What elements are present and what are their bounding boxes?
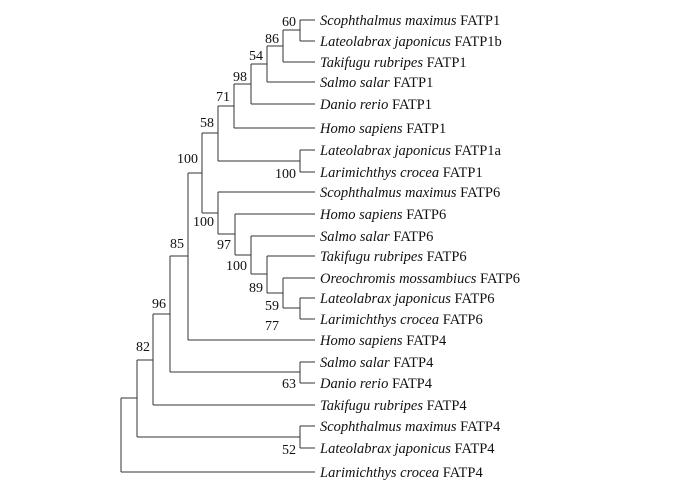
bootstrap-value: 100 — [275, 167, 296, 182]
gene-name: FATP1 — [388, 97, 432, 113]
taxon-label: Salmo salar FATP4 — [320, 355, 434, 371]
taxon-label: Homo sapiens FATP6 — [319, 207, 446, 223]
taxon-label: Salmo salar FATP1 — [320, 75, 433, 91]
gene-name: FATP1a — [451, 143, 502, 159]
gene-name: FATP1 — [439, 165, 483, 181]
gene-name: FATP1 — [390, 75, 434, 91]
species-name: Scophthalmus maximus — [320, 419, 457, 435]
taxon-label: Takifugu rubripes FATP4 — [320, 398, 467, 414]
taxon-label: Lateolabrax japonicus FATP4 — [319, 441, 495, 457]
gene-name: FATP4 — [439, 465, 483, 481]
taxon-label: Homo sapiens FATP1 — [319, 121, 446, 137]
gene-name: FATP6 — [439, 312, 483, 328]
gene-name: FATP4 — [388, 376, 432, 392]
gene-name: FATP6 — [423, 249, 467, 265]
taxon-label: Larimichthys crocea FATP1 — [319, 165, 483, 181]
gene-name: FATP1 — [457, 13, 501, 29]
taxon-label: Scophthalmus maximus FATP1 — [320, 13, 500, 29]
species-name: Lateolabrax japonicus — [319, 441, 451, 457]
species-name: Lateolabrax japonicus — [319, 143, 451, 159]
species-name: Homo sapiens — [319, 121, 403, 137]
taxon-label: Larimichthys crocea FATP6 — [319, 312, 483, 328]
gene-name: FATP1b — [451, 34, 502, 50]
gene-name: FATP6 — [403, 207, 447, 223]
taxon-label: Danio rerio FATP4 — [319, 376, 433, 392]
species-name: Takifugu rubripes — [320, 55, 423, 71]
bootstrap-value: 58 — [200, 116, 214, 131]
gene-name: FATP6 — [476, 271, 520, 287]
bootstrap-value: 98 — [233, 70, 247, 85]
bootstrap-value: 85 — [170, 237, 184, 252]
gene-name: FATP4 — [451, 441, 495, 457]
gene-name: FATP4 — [457, 419, 501, 435]
bootstrap-value: 82 — [136, 340, 150, 355]
taxon-label: Danio rerio FATP1 — [319, 97, 432, 113]
taxon-label: Lateolabrax japonicus FATP1b — [319, 34, 502, 50]
species-name: Salmo salar — [320, 355, 390, 371]
taxon-label: Larimichthys crocea FATP4 — [319, 465, 483, 481]
taxon-label: Lateolabrax japonicus FATP1a — [319, 143, 502, 159]
species-name: Homo sapiens — [319, 207, 403, 223]
species-name: Takifugu rubripes — [320, 398, 423, 414]
bootstrap-value: 77 — [265, 319, 279, 334]
gene-name: FATP1 — [403, 121, 447, 137]
gene-name: FATP1 — [423, 55, 467, 71]
gene-name: FATP4 — [403, 333, 447, 349]
taxon-label: Scophthalmus maximus FATP4 — [320, 419, 501, 435]
species-name: Homo sapiens — [319, 333, 403, 349]
species-name: Scophthalmus maximus — [320, 13, 457, 29]
gene-name: FATP4 — [423, 398, 467, 414]
bootstrap-value: 59 — [265, 299, 279, 314]
species-name: Lateolabrax japonicus — [319, 291, 451, 307]
bootstrap-value: 100 — [193, 215, 214, 230]
gene-name: FATP4 — [390, 355, 434, 371]
bootstrap-value: 89 — [249, 281, 263, 296]
taxon-label: Takifugu rubripes FATP6 — [320, 249, 467, 265]
species-name: Larimichthys crocea — [319, 312, 439, 328]
taxon-label: Oreochromis mossambiucs FATP6 — [320, 271, 520, 287]
bootstrap-value: 97 — [217, 238, 231, 253]
bootstrap-value: 71 — [216, 90, 230, 105]
species-name: Danio rerio — [319, 97, 388, 113]
species-name: Salmo salar — [320, 75, 390, 91]
taxon-label: Homo sapiens FATP4 — [319, 333, 447, 349]
taxon-label: Lateolabrax japonicus FATP6 — [319, 291, 495, 307]
species-name: Larimichthys crocea — [319, 165, 439, 181]
species-name: Lateolabrax japonicus — [319, 34, 451, 50]
bootstrap-value: 96 — [152, 297, 166, 312]
bootstrap-value: 52 — [282, 443, 296, 458]
bootstrap-value: 63 — [282, 377, 296, 392]
species-name: Takifugu rubripes — [320, 249, 423, 265]
taxon-label: Salmo salar FATP6 — [320, 229, 433, 245]
bootstrap-value: 86 — [265, 32, 279, 47]
gene-name: FATP6 — [390, 229, 434, 245]
bootstrap-value: 54 — [249, 49, 263, 64]
gene-name: FATP6 — [457, 185, 501, 201]
species-name: Oreochromis mossambiucs — [320, 271, 477, 287]
bootstrap-value: 100 — [177, 152, 198, 167]
gene-name: FATP6 — [451, 291, 495, 307]
taxon-label: Takifugu rubripes FATP1 — [320, 55, 467, 71]
species-name: Larimichthys crocea — [319, 465, 439, 481]
species-name: Danio rerio — [319, 376, 388, 392]
species-name: Salmo salar — [320, 229, 390, 245]
taxon-label: Scophthalmus maximus FATP6 — [320, 185, 500, 201]
bootstrap-value: 60 — [282, 15, 296, 30]
bootstrap-value: 100 — [226, 259, 247, 274]
species-name: Scophthalmus maximus — [320, 185, 457, 201]
